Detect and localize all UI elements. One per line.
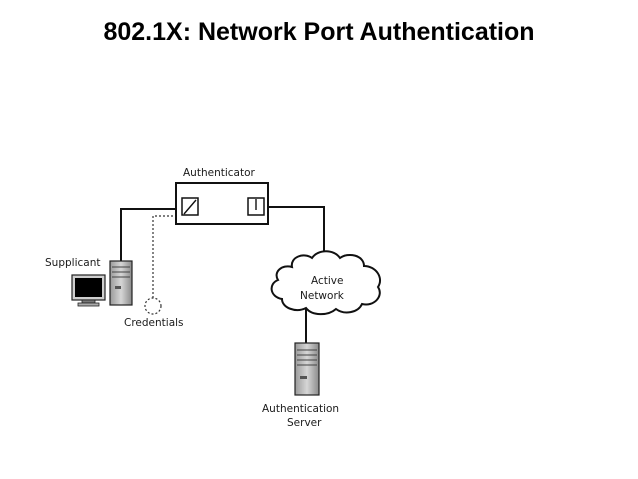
credentials-icon bbox=[144, 297, 162, 315]
supplicant-computer-icon bbox=[71, 260, 133, 307]
active-network-label-line2: Network bbox=[300, 290, 345, 302]
auth-server-label-line2: Server bbox=[287, 417, 322, 429]
authenticator-box bbox=[175, 182, 269, 225]
active-network-cloud-icon bbox=[270, 250, 382, 316]
authentication-server-icon bbox=[294, 342, 320, 396]
active-network-label-line1: Active bbox=[311, 275, 343, 287]
edge-authenticator-network bbox=[262, 206, 325, 262]
edge-supplicant-authenticator bbox=[120, 208, 176, 262]
slide-title: 802.1X: Network Port Authentication bbox=[103, 18, 535, 46]
controlled-port-left bbox=[181, 197, 199, 216]
authenticator-label: Authenticator bbox=[183, 167, 256, 179]
auth-server-label-line1: Authentication bbox=[262, 403, 339, 415]
supplicant-label: Supplicant bbox=[45, 257, 100, 269]
edge-credentials-authenticator bbox=[152, 216, 185, 298]
controlled-port-right bbox=[247, 197, 265, 216]
credentials-label: Credentials bbox=[124, 317, 184, 329]
